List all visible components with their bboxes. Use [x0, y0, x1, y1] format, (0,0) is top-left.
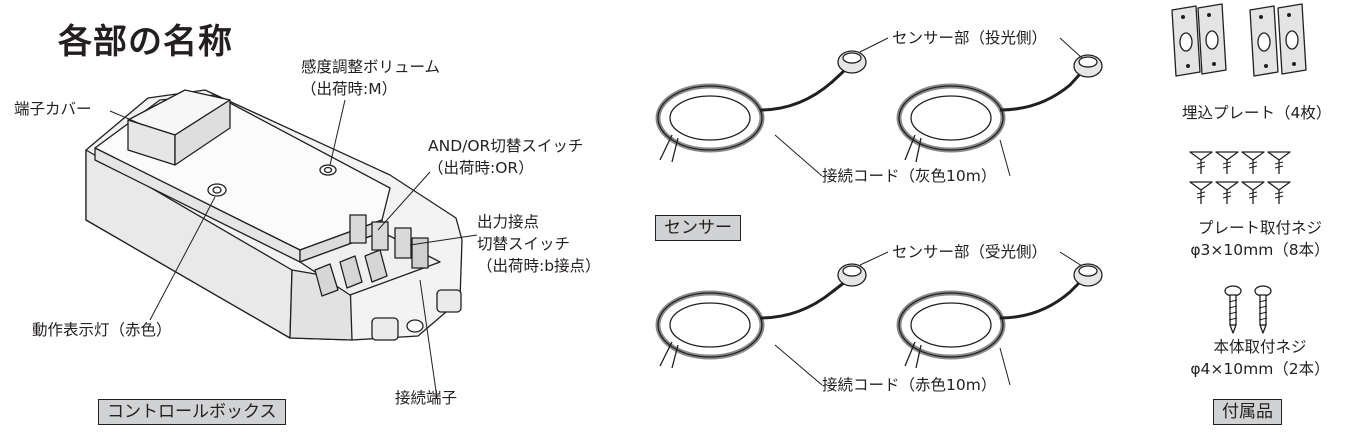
label-indicator-lamp: 動作表示灯（赤色）	[32, 321, 172, 339]
label-embed-plate: 埋込プレート（4枚）	[1182, 104, 1332, 122]
label-emitter-cord: 接続コード（灰色10m）	[822, 167, 997, 185]
label-and-or-default: （出荷時:OR）	[428, 159, 534, 177]
control-box-illustration	[85, 89, 463, 341]
label-output-default: （出荷時:b接点）	[477, 257, 601, 275]
label-receiver-cord: 接続コード（赤色10m）	[822, 376, 997, 394]
label-body-screw-size: φ4×10mm（2本）	[1190, 360, 1330, 378]
label-output-contact: 出力接点	[477, 213, 540, 231]
sensor-illustrations	[655, 50, 1103, 369]
label-output-switch: 切替スイッチ	[477, 235, 571, 253]
caption-sensor: センサー	[655, 215, 741, 241]
page-title: 各部の名称	[58, 22, 233, 62]
label-plate-screw: プレート取付ネジ	[1197, 219, 1322, 237]
label-terminal-cover: 端子カバー	[14, 100, 92, 118]
caption-accessories: 付属品	[1213, 399, 1282, 425]
label-sensitivity-knob: 感度調整ボリューム	[301, 58, 441, 76]
label-and-or-switch: AND/OR切替スイッチ	[428, 137, 584, 155]
label-body-screw: 本体取付ネジ	[1213, 338, 1307, 356]
accessory-illustrations	[1171, 3, 1307, 334]
label-plate-screw-size: φ3×10mm（8本）	[1190, 241, 1330, 259]
label-emitter: センサー部（投光側）	[892, 29, 1048, 47]
label-receiver: センサー部（受光側）	[892, 243, 1048, 261]
label-sensitivity-default: （出荷時:M）	[301, 80, 398, 98]
caption-control-box: コントロールボックス	[98, 399, 286, 425]
label-connection-terminal: 接続端子	[395, 389, 458, 407]
